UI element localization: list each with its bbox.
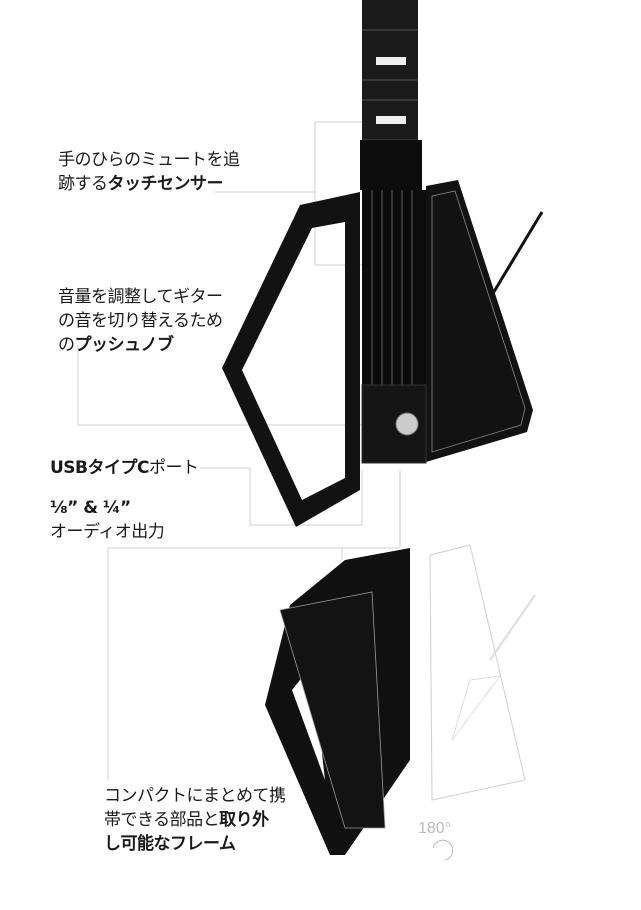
rotation-label: 180° — [418, 820, 452, 837]
callout-audio-output: ⅛” & ¼” オーディオ出力 — [50, 498, 165, 542]
rotate-arrow-icon — [432, 839, 454, 861]
push-knob — [395, 412, 419, 436]
guitar-neck — [360, 0, 422, 190]
guitar-frame — [222, 192, 360, 527]
callout-removable-frame: コンパクトにまとめて携 帯できる部品と取り外 し可能なフレーム — [104, 786, 286, 854]
detached-panel — [279, 591, 386, 829]
callout-push-knob: 音量を調整してギター の音を切り替えるため のプッシュノブ — [58, 287, 223, 355]
ghost-panel-outline — [429, 544, 526, 801]
callout-touch-sensor: 手のひらのミュートを追 跡するタッチセンサー — [58, 150, 240, 194]
callout-usb-port: USBタイプCポート — [50, 458, 199, 478]
cable — [490, 211, 544, 296]
touch-sensor-panel — [426, 180, 533, 462]
string-area — [362, 190, 428, 390]
